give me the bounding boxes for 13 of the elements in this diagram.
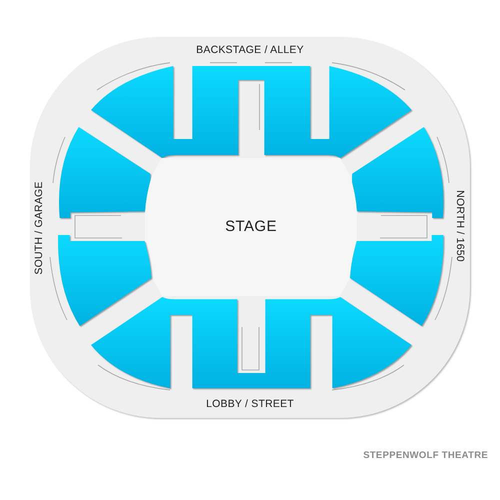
venue-name: STEPPENWOLF THEATRE	[363, 451, 488, 462]
stage-label: STAGE	[225, 218, 277, 236]
seating-section	[58, 235, 152, 326]
side-label: SOUTH / GARAGE	[32, 181, 46, 275]
side-label: BACKSTAGE / ALLEY	[196, 44, 304, 56]
seating-section	[90, 297, 412, 388]
seating-section	[58, 127, 150, 218]
seating-section	[352, 127, 444, 218]
stage-area	[145, 158, 357, 296]
side-label: NORTH / 1650	[454, 190, 466, 262]
seating-section	[90, 66, 412, 158]
side-label: LOBBY / STREET	[206, 398, 294, 410]
seating-section	[350, 235, 444, 326]
